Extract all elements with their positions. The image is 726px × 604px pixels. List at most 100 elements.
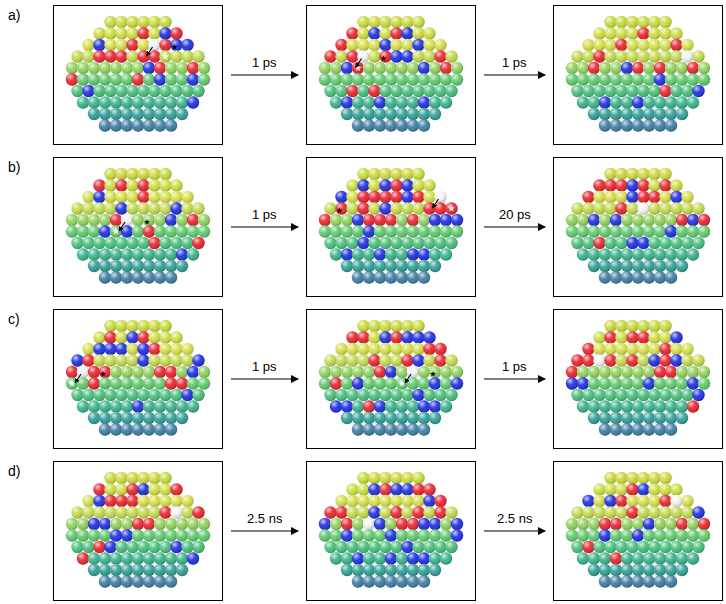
atom-shade (626, 331, 638, 343)
atom (170, 506, 182, 518)
atom-shade (159, 354, 171, 366)
atom-shade (93, 39, 105, 51)
atom (379, 16, 391, 28)
atom (451, 214, 463, 226)
atom-shade (324, 202, 336, 214)
atom (670, 202, 682, 214)
atom (379, 85, 391, 97)
atom-shade (363, 400, 375, 412)
atom-shade (440, 377, 452, 389)
atom (187, 214, 199, 226)
atom-shade (659, 16, 671, 28)
atom (385, 412, 397, 424)
atom-shade (88, 62, 100, 74)
atom-shade (115, 495, 127, 507)
atom (654, 400, 666, 412)
atom-shade (341, 248, 353, 260)
atom-shade (148, 320, 160, 332)
atom-shade (110, 119, 122, 131)
atom (170, 483, 182, 495)
atom-shade (93, 179, 105, 191)
atom (115, 483, 127, 495)
atom-shade (143, 423, 155, 435)
atom-shade (687, 400, 699, 412)
atom-shade (368, 237, 380, 249)
atom (423, 202, 435, 214)
atom-shade (181, 50, 193, 62)
atom-shade (341, 225, 353, 237)
atom-shade (346, 85, 358, 97)
atom (610, 260, 622, 272)
atom-shade (582, 389, 594, 401)
atom (687, 214, 699, 226)
atom (445, 50, 457, 62)
atom-shade (407, 271, 419, 283)
atom-shade (643, 73, 655, 85)
atom (610, 108, 622, 120)
atom-shade (148, 472, 160, 484)
atom-shade (429, 108, 441, 120)
atom (445, 354, 457, 366)
atom-shade (82, 541, 94, 553)
atom-shade (615, 191, 627, 203)
atom (687, 73, 699, 85)
atom (198, 377, 210, 389)
atom-shade (170, 331, 182, 343)
atom-shade (390, 27, 402, 39)
atom-shade (363, 225, 375, 237)
atom-shade (137, 506, 149, 518)
atom (170, 39, 182, 51)
atom (632, 423, 644, 435)
atom (181, 39, 193, 51)
atom-shade (396, 412, 408, 424)
atom-shade (434, 50, 446, 62)
atom-shade (115, 541, 127, 553)
atom-shade (599, 119, 611, 131)
atom-shade (632, 377, 644, 389)
atom-shade (588, 412, 600, 424)
atom-shade (154, 366, 166, 378)
atom-shade (654, 62, 666, 74)
atom (170, 354, 182, 366)
atom (599, 260, 611, 272)
atom (571, 237, 583, 249)
atom-shade (363, 271, 375, 283)
atom-shade (165, 62, 177, 74)
atom (154, 518, 166, 530)
atom-shade (648, 50, 660, 62)
atom-shade (451, 225, 463, 237)
atom (187, 73, 199, 85)
atom (390, 202, 402, 214)
atom (99, 248, 111, 260)
atom (170, 343, 182, 355)
atom-shade (319, 214, 331, 226)
atom (121, 214, 133, 226)
atom (330, 214, 342, 226)
atom (104, 16, 116, 28)
atom (648, 39, 660, 51)
atom-shade (654, 400, 666, 412)
atom (368, 27, 380, 39)
atom-shade (643, 248, 655, 260)
atom-shade (632, 62, 644, 74)
atom-shade (445, 202, 457, 214)
atom (346, 50, 358, 62)
atom-shade (670, 354, 682, 366)
atom-shade (71, 50, 83, 62)
atom-shade (176, 529, 188, 541)
atom-shade (66, 377, 78, 389)
atom (77, 214, 89, 226)
atom (77, 366, 89, 378)
atom (599, 225, 611, 237)
atom-shade (615, 331, 627, 343)
atom (121, 423, 133, 435)
atom (121, 377, 133, 389)
atom-shade (582, 237, 594, 249)
atom (604, 50, 616, 62)
atom (401, 85, 413, 97)
atom-shade (374, 214, 386, 226)
atom (659, 354, 671, 366)
atom (335, 50, 347, 62)
atom-shade (115, 506, 127, 518)
atom-shade (341, 412, 353, 424)
